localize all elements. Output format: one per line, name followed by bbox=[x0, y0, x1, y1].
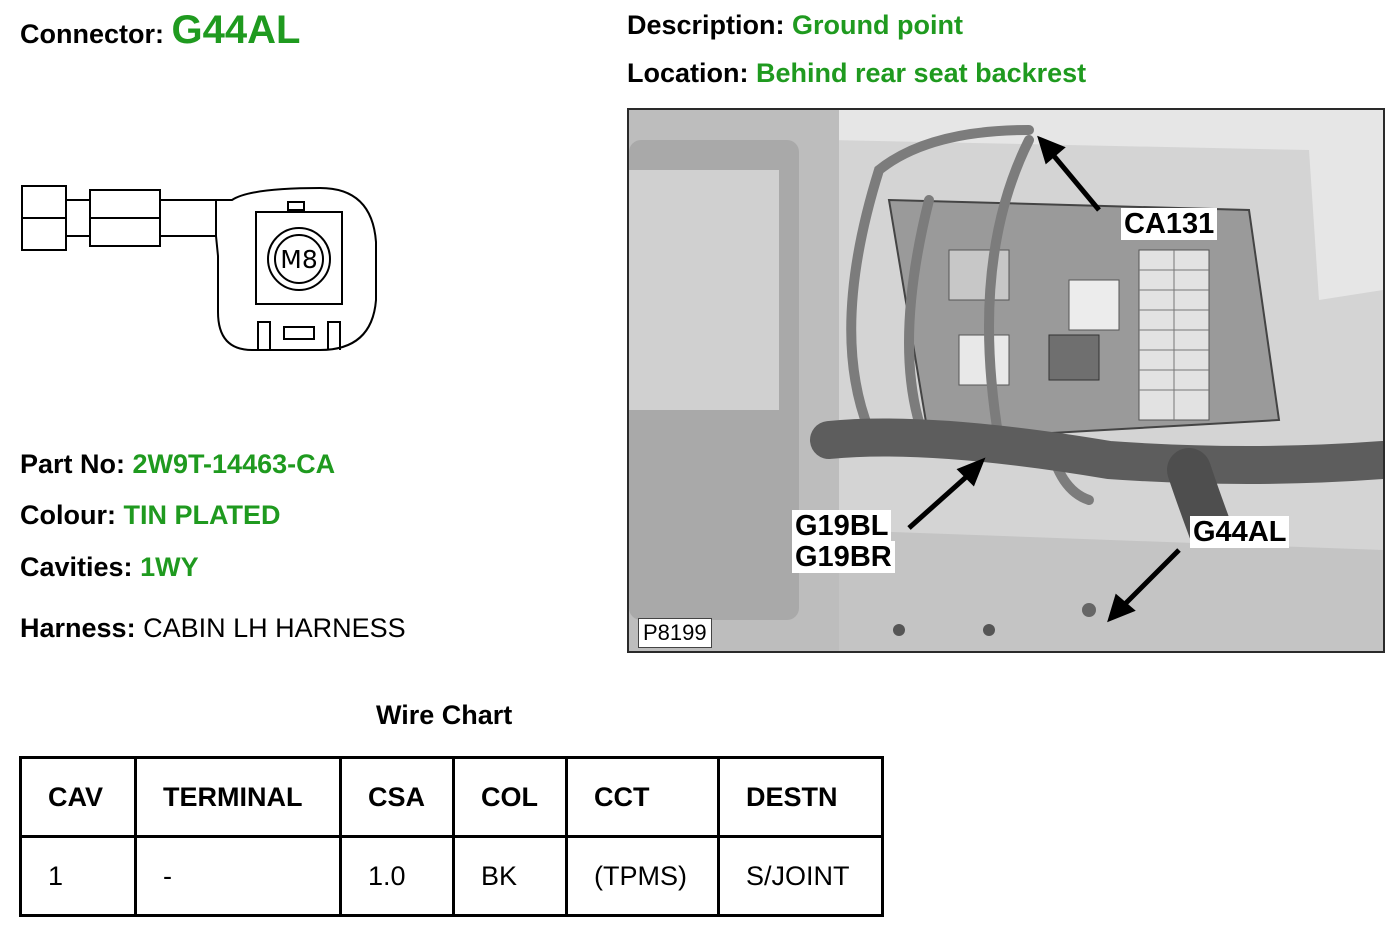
header-cav: CAV bbox=[19, 756, 137, 838]
cell-col: BK bbox=[452, 835, 568, 917]
cell-destn: S/JOINT bbox=[717, 835, 884, 917]
callout-ca131: CA131 bbox=[1121, 208, 1218, 240]
location-line: Location: Behind rear seat backrest bbox=[627, 58, 1086, 89]
header-col: COL bbox=[452, 756, 568, 838]
header-destn: DESTN bbox=[717, 756, 884, 838]
part-no-label: Part No: bbox=[20, 449, 126, 479]
colour-value: TIN PLATED bbox=[123, 500, 281, 530]
callout-g44al: G44AL bbox=[1190, 516, 1290, 548]
connector-heading: Connector: G44AL bbox=[20, 8, 300, 53]
location-value: Behind rear seat backrest bbox=[756, 58, 1087, 88]
harness-line: Harness: CABIN LH HARNESS bbox=[20, 613, 406, 644]
table-row: 1 - 1.0 BK (TPMS) S/JOINT bbox=[19, 835, 884, 917]
photo-reference: P8199 bbox=[638, 618, 712, 648]
cavities-value: 1WY bbox=[140, 552, 199, 582]
callout-g19br: G19BR bbox=[792, 541, 895, 573]
table-header-row: CAV TERMINAL CSA COL CCT DESTN bbox=[19, 756, 884, 838]
wire-chart-table: CAV TERMINAL CSA COL CCT DESTN 1 - 1.0 B… bbox=[19, 756, 884, 917]
colour-line: Colour: TIN PLATED bbox=[20, 500, 281, 531]
description-label: Description: bbox=[627, 10, 785, 40]
cell-cav: 1 bbox=[19, 835, 137, 917]
part-no-value: 2W9T-14463-CA bbox=[132, 449, 336, 479]
callout-g19bl: G19BL bbox=[792, 510, 892, 542]
location-label: Location: bbox=[627, 58, 749, 88]
harness-value: CABIN LH HARNESS bbox=[143, 613, 406, 643]
location-photo-illustration bbox=[629, 110, 1383, 651]
cavities-line: Cavities: 1WY bbox=[20, 552, 199, 583]
description-value: Ground point bbox=[792, 10, 963, 40]
ring-terminal-diagram: M8 bbox=[21, 185, 377, 351]
part-no-line: Part No: 2W9T-14463-CA bbox=[20, 449, 335, 480]
location-photo: CA131 G19BL G19BR G44AL P8199 bbox=[627, 108, 1385, 653]
connector-label: Connector: bbox=[20, 19, 164, 49]
cell-csa: 1.0 bbox=[339, 835, 455, 917]
description-line: Description: Ground point bbox=[627, 10, 963, 41]
stud-size-label: M8 bbox=[280, 245, 317, 274]
cell-cct: (TPMS) bbox=[565, 835, 720, 917]
header-csa: CSA bbox=[339, 756, 455, 838]
cavities-label: Cavities: bbox=[20, 552, 133, 582]
connector-id: G44AL bbox=[171, 8, 301, 52]
harness-label: Harness: bbox=[20, 613, 136, 643]
header-terminal: TERMINAL bbox=[134, 756, 342, 838]
wire-chart-title: Wire Chart bbox=[376, 700, 513, 730]
header-cct: CCT bbox=[565, 756, 720, 838]
colour-label: Colour: bbox=[20, 500, 116, 530]
cell-terminal: - bbox=[134, 835, 342, 917]
